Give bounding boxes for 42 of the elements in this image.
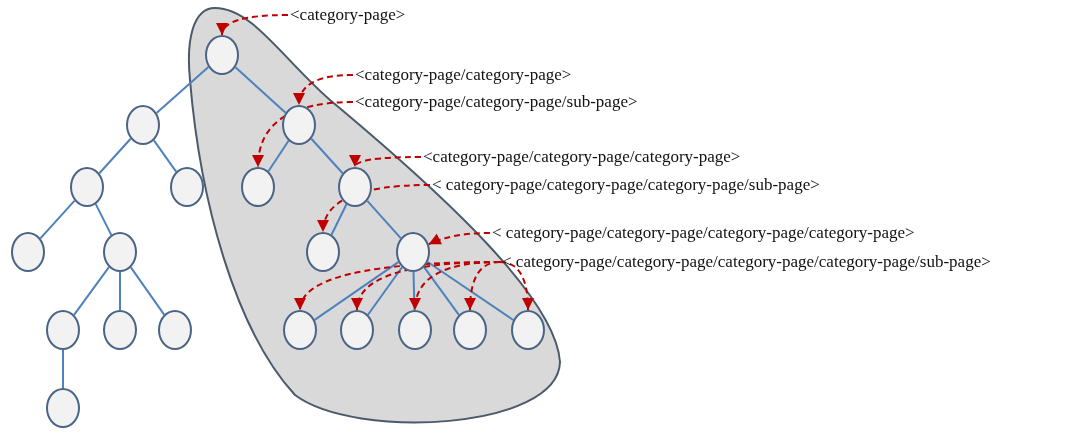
tree-node-circle: [103, 232, 137, 272]
tree-line: [94, 203, 113, 236]
tree-node-circle: [70, 167, 104, 207]
leader-arrow: [427, 232, 491, 246]
tree-line: [73, 266, 110, 316]
tree-line: [155, 66, 210, 114]
tree-line: [310, 137, 344, 175]
path-label: <category-page/category-page>: [355, 65, 572, 85]
path-label: <category-page/category-page/sub-page>: [355, 92, 638, 112]
tree-line: [152, 139, 178, 173]
leader-arrow: [318, 184, 431, 233]
leader-arrow: [464, 261, 501, 311]
path-label: <category-page/category-page/category-page>: [423, 147, 741, 167]
tree-node-circle: [170, 167, 204, 207]
tree-line: [366, 266, 404, 316]
tree-line: [267, 139, 290, 173]
tree-line: [426, 261, 515, 321]
leader-arrow: [217, 14, 289, 36]
tree-node-circle: [46, 310, 80, 350]
tree-node-circle: [103, 310, 137, 350]
tree-node-circle: [46, 388, 80, 428]
tree-line: [39, 199, 76, 240]
tree-line: [234, 66, 287, 114]
tree-line: [98, 137, 132, 175]
leader-arrow: [293, 74, 354, 106]
path-label: < category-page/category-page/category-page/sub-page>: [432, 175, 820, 195]
tree-line: [313, 261, 400, 321]
leader-arrow: [352, 153, 422, 168]
tree-node-circle: [158, 310, 192, 350]
tree-node-circle: [126, 105, 160, 145]
tree-line: [129, 266, 166, 316]
path-label: < category-page/category-page/category-page/category-page>: [492, 223, 915, 243]
tree-node-circle: [11, 232, 45, 272]
tree-line: [119, 271, 121, 311]
tree-line: [412, 271, 416, 311]
tree-line: [366, 199, 402, 240]
path-label: <category-page>: [290, 5, 406, 25]
tree-line: [62, 349, 64, 389]
tree-line: [330, 203, 348, 236]
tree-line: [423, 266, 460, 316]
leader-arrow: [499, 261, 534, 311]
leader-arrow: [252, 101, 354, 168]
